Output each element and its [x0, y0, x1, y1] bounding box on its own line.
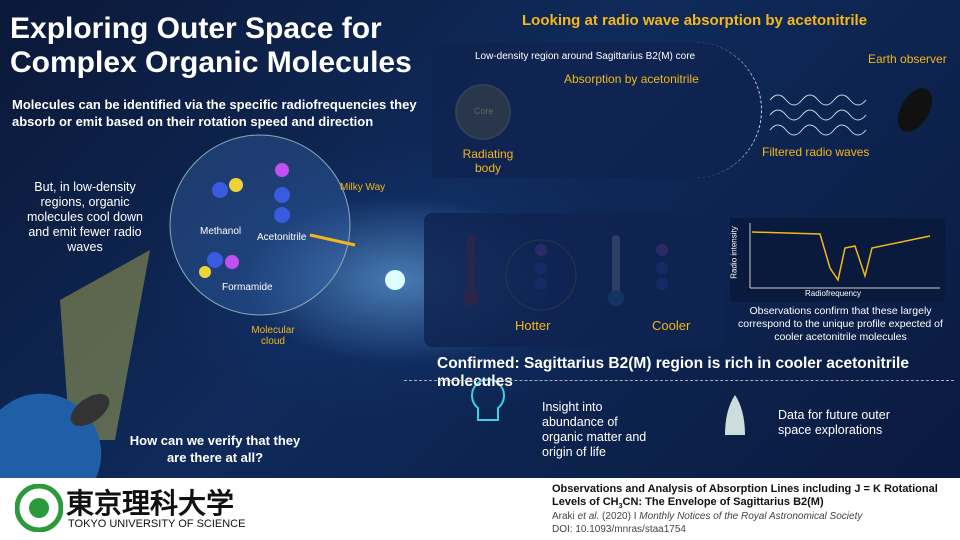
arrow-icon [309, 233, 356, 247]
logo-japanese: 東京理科大学 [66, 488, 235, 519]
galaxy-core [385, 270, 405, 290]
molecule-circle [169, 134, 351, 316]
rocket-icon [725, 395, 745, 435]
footer: 東京理科大学 TOKYO UNIVERSITY OF SCIENCE Obser… [0, 478, 960, 540]
citation: Araki et al. (2020) I Monthly Notices of… [552, 511, 863, 522]
university-seal-logo [15, 484, 63, 532]
low-density-text: But, in low-density regions, organic mol… [26, 180, 144, 254]
milky-way-label: Milky Way [340, 182, 386, 193]
formamide-molecule [207, 252, 223, 268]
methanol-label: Methanol [200, 226, 242, 237]
molecular-cloud-label: Molecular cloud [251, 325, 295, 347]
absorption-label: Absorption by acetonitrile [564, 72, 699, 86]
earth-observer-label: Earth observer [868, 52, 947, 66]
temperature-panel [424, 213, 724, 347]
insight-future-exploration: Data for future outer space explorations [778, 408, 890, 437]
radiating-body-label: Radiating body [462, 147, 514, 175]
hotter-label: Hotter [515, 318, 551, 333]
acetonitrile-molecule [275, 163, 289, 177]
radio-beam [60, 250, 150, 440]
absorption-panel [432, 42, 762, 178]
core-label: Core [474, 106, 494, 116]
paper-title: Observations and Analysis of Absorption … [552, 483, 938, 511]
graph-x-label: Radiofrequency [805, 289, 862, 298]
subtitle: Molecules can be identified via the spec… [12, 97, 417, 129]
filtered-waves-label: Filtered radio waves [762, 145, 870, 159]
radio-telescope-icon [897, 88, 933, 132]
graph-y-label: Radio intensity [729, 226, 739, 279]
divider [404, 380, 954, 381]
cooler-label: Cooler [652, 318, 691, 333]
confirmed-statement: Confirmed: Sagittarius B2(M) region is r… [437, 355, 909, 390]
formamide-label: Formamide [222, 282, 273, 293]
spectrum-line [751, 231, 931, 282]
doi-link[interactable]: DOI: 10.1093/mnras/staa1754 [552, 524, 686, 535]
graph-caption: Observations confirm that these largely … [738, 305, 943, 343]
verify-question: How can we verify that they are there at… [129, 433, 301, 465]
insight-origin-of-life: Insight into abundance of organic matter… [542, 400, 647, 459]
region-label: Low-density region around Sagittarius B2… [475, 51, 696, 62]
spectrum-plot [749, 223, 940, 289]
spectrum-graph: Radio intensity Radiofrequency [730, 218, 945, 302]
absorption-heading: Looking at radio wave absorption by acet… [522, 12, 868, 29]
satellite-dish-icon [70, 394, 110, 426]
radio-wave [769, 94, 867, 106]
methanol-molecule [212, 182, 228, 198]
acetonitrile-label: Acetonitrile [257, 232, 307, 243]
logo-english: TOKYO UNIVERSITY OF SCIENCE [68, 518, 246, 530]
